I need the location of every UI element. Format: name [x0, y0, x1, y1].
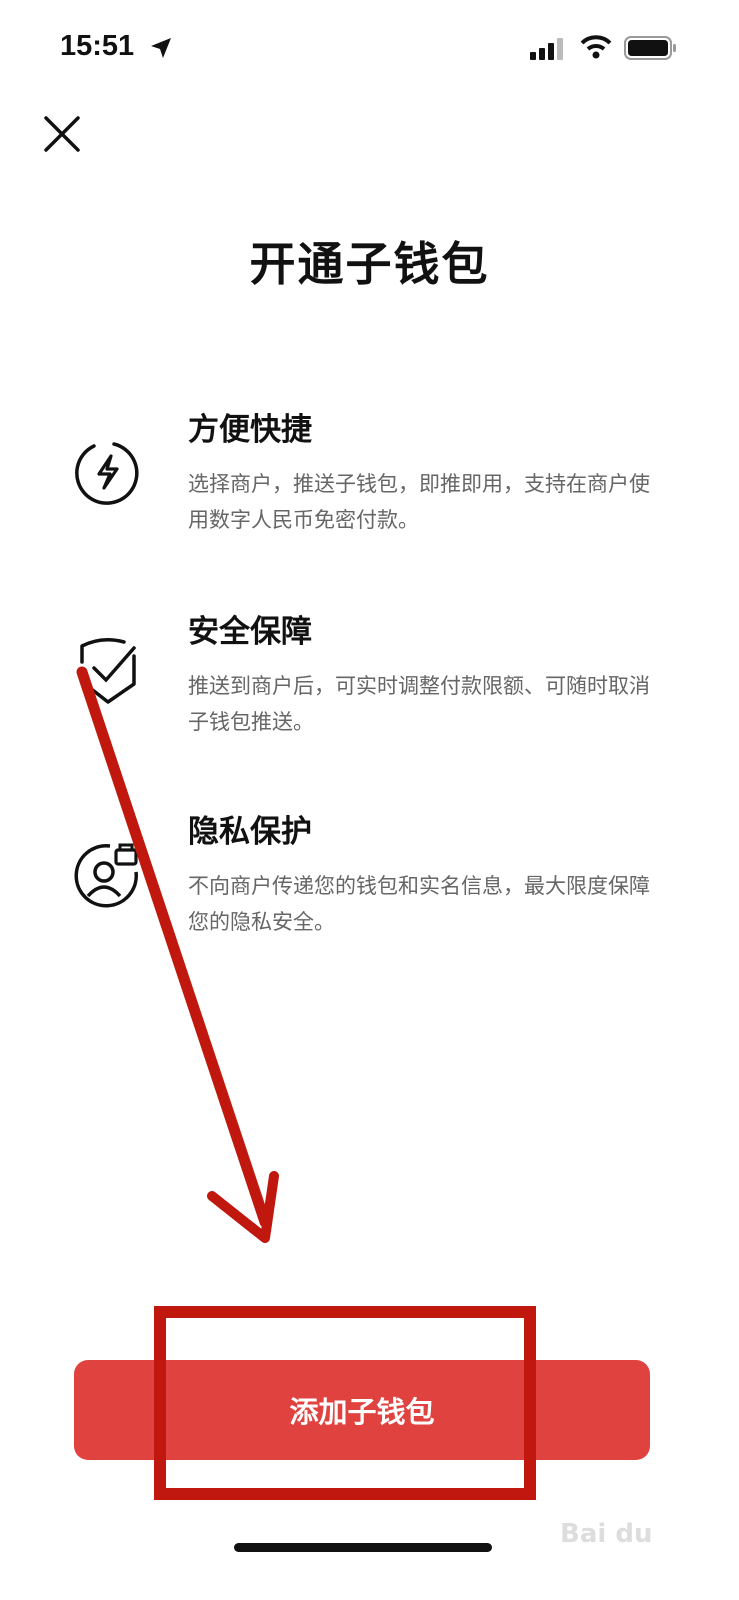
add-sub-wallet-button[interactable]: 添加子钱包	[74, 1360, 650, 1460]
baidu-watermark: Bai du	[560, 1518, 690, 1555]
shield-check-icon	[80, 638, 136, 704]
status-bar: 15:51	[0, 0, 739, 96]
feature-description: 选择商户，推送子钱包，即推即用，支持在商户使用数字人民币免密付款。	[188, 472, 650, 532]
annotation-arrow	[76, 666, 271, 1228]
cellular-signal-icon	[530, 38, 563, 60]
annotation-arrowhead	[207, 1171, 279, 1243]
feature-title: 隐私保护	[188, 814, 312, 850]
close-icon[interactable]	[40, 112, 84, 156]
feature-title: 方便快捷	[188, 412, 312, 448]
svg-text:Bai du: Bai du	[560, 1519, 652, 1548]
wifi-icon	[580, 35, 612, 59]
feature-description: 推送到商户后，可实时调整付款限额、可随时取消子钱包推送。	[188, 674, 650, 734]
lightning-circle-icon	[75, 442, 139, 505]
feature-description: 不向商户传递您的钱包和实名信息，最大限度保障您的隐私安全。	[188, 874, 650, 934]
user-lock-icon	[74, 843, 138, 908]
page-title: 开通子钱包	[249, 237, 490, 291]
home-indicator[interactable]	[234, 1543, 492, 1552]
battery-icon	[624, 36, 676, 60]
feature-title: 安全保障	[188, 614, 312, 650]
status-time: 15:51	[60, 30, 135, 62]
location-arrow-icon	[151, 38, 171, 58]
